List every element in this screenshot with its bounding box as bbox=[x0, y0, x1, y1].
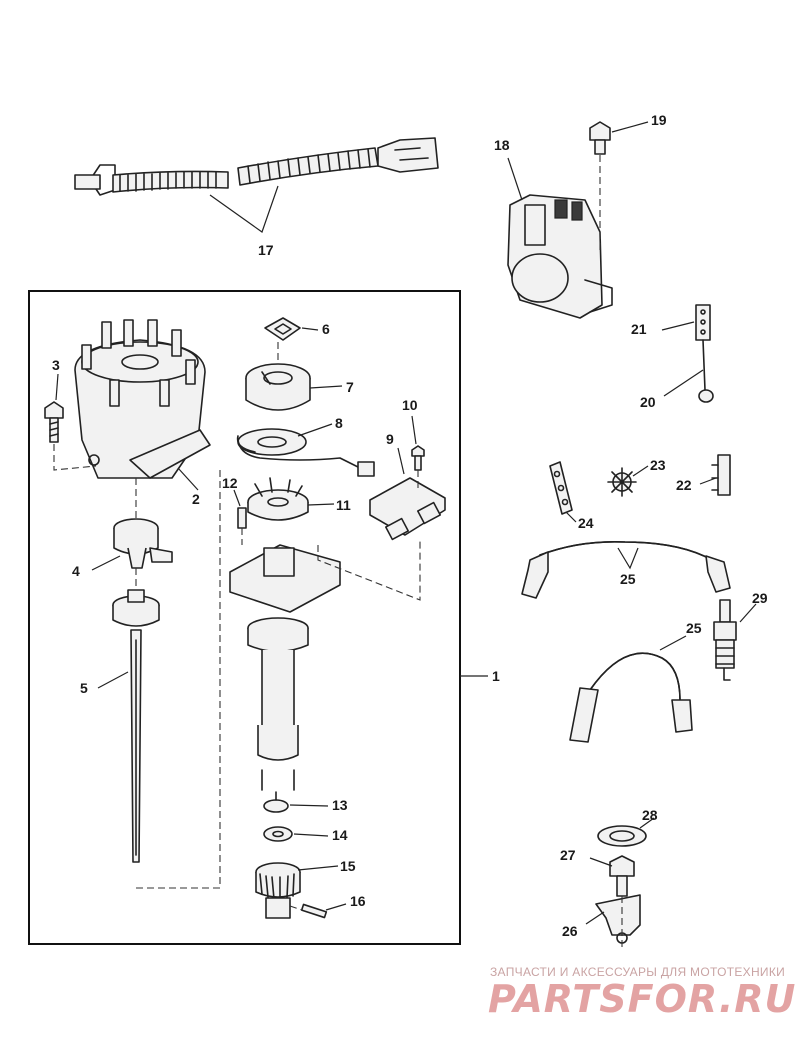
ignition-module-part[interactable] bbox=[369, 477, 446, 541]
washer-13-part[interactable] bbox=[263, 791, 289, 813]
pin-12-part[interactable] bbox=[237, 507, 247, 529]
callout-17: 17 bbox=[258, 242, 274, 258]
callout-18: 18 bbox=[494, 137, 510, 153]
distributor-housing-part[interactable] bbox=[229, 544, 341, 791]
ground-strap-part[interactable] bbox=[698, 339, 714, 403]
callout-27: 27 bbox=[560, 847, 576, 863]
callout-11: 11 bbox=[336, 497, 351, 513]
callout-26: 26 bbox=[562, 923, 578, 939]
cap-screw-part[interactable] bbox=[44, 401, 64, 443]
spark-plug-part[interactable] bbox=[713, 599, 737, 681]
callout-8: 8 bbox=[335, 415, 343, 431]
callout-3: 3 bbox=[52, 357, 60, 373]
callout-25b: 25 bbox=[686, 620, 702, 636]
distributor-shaft-part[interactable] bbox=[112, 589, 160, 863]
wire-retainer-23-part[interactable] bbox=[607, 467, 637, 497]
callout-23: 23 bbox=[650, 457, 666, 473]
clamp-bolt-part[interactable] bbox=[609, 855, 635, 897]
coil-bolt-part[interactable] bbox=[589, 121, 611, 155]
wire-clip-part[interactable] bbox=[695, 304, 711, 341]
rotor-part[interactable] bbox=[113, 518, 173, 569]
washer-28-part[interactable] bbox=[597, 825, 647, 847]
assembly-frame bbox=[28, 290, 461, 945]
watermark-tagline: ЗАПЧАСТИ И АКСЕССУАРЫ ДЛЯ МОТОТЕХНИКИ bbox=[490, 965, 785, 979]
wire-separator-24-part[interactable] bbox=[549, 461, 573, 515]
pole-piece-part[interactable] bbox=[247, 477, 309, 521]
callout-2: 2 bbox=[192, 491, 200, 507]
callout-13: 13 bbox=[332, 797, 348, 813]
callout-10: 10 bbox=[402, 397, 418, 413]
callout-16: 16 bbox=[350, 893, 366, 909]
callout-14: 14 bbox=[332, 827, 348, 843]
pickup-coil-part[interactable] bbox=[236, 428, 375, 477]
roll-pin-part[interactable] bbox=[300, 903, 328, 919]
drive-gear-part[interactable] bbox=[255, 862, 301, 919]
callout-7: 7 bbox=[346, 379, 354, 395]
callout-25a: 25 bbox=[620, 571, 636, 587]
callout-19: 19 bbox=[651, 112, 667, 128]
callout-4: 4 bbox=[72, 563, 80, 579]
watermark-brand: PARTSFOR.RU bbox=[488, 977, 796, 1021]
washer-14-part[interactable] bbox=[263, 826, 293, 842]
callout-15: 15 bbox=[340, 858, 356, 874]
pickup-housing-part[interactable] bbox=[245, 363, 311, 411]
wiring-harness-part[interactable] bbox=[74, 137, 439, 196]
spark-plug-wire-lower-part[interactable] bbox=[569, 652, 693, 743]
module-screw-part[interactable] bbox=[411, 445, 425, 471]
callout-20: 20 bbox=[640, 394, 656, 410]
callout-5: 5 bbox=[80, 680, 88, 696]
distributor-cap-part[interactable] bbox=[74, 319, 211, 479]
callout-28: 28 bbox=[642, 807, 658, 823]
callout-12: 12 bbox=[222, 475, 238, 491]
ignition-coil-part[interactable] bbox=[507, 194, 613, 319]
callout-9: 9 bbox=[386, 431, 394, 447]
spark-plug-wire-upper-part[interactable] bbox=[521, 540, 731, 599]
hold-down-clamp-part[interactable] bbox=[595, 894, 641, 948]
callout-29: 29 bbox=[752, 590, 768, 606]
wire-separator-22-part[interactable] bbox=[711, 454, 731, 496]
callout-6: 6 bbox=[322, 321, 330, 337]
callout-21: 21 bbox=[631, 321, 647, 337]
callout-24: 24 bbox=[578, 515, 594, 531]
gasket-part[interactable] bbox=[264, 317, 301, 341]
callout-1: 1 bbox=[492, 668, 500, 684]
callout-22: 22 bbox=[676, 477, 692, 493]
